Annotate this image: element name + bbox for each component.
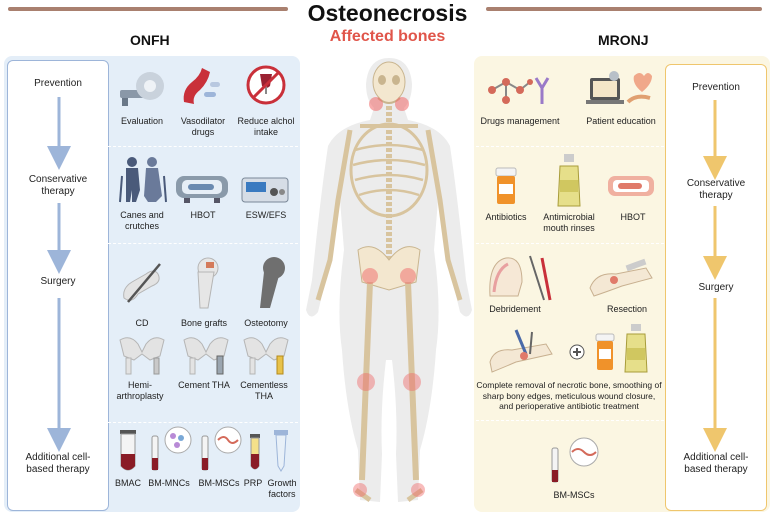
bm-mscs-right-icon: [551, 437, 599, 483]
label-drugs: Drugs management: [480, 116, 560, 126]
hbot-chamber-icon: [176, 176, 228, 203]
mronj-sep-2: [476, 243, 664, 244]
bone-graft-icon: [197, 257, 219, 309]
page-title: Osteonecrosis: [307, 0, 468, 26]
label-alcohol: Reduce alchol intake: [237, 116, 295, 137]
label-hemi: Hemi-arthroplasty: [116, 380, 164, 401]
label-bmac: BMAC: [114, 478, 141, 488]
plus-icon: [569, 344, 585, 360]
label-prp: PRP: [243, 478, 263, 488]
onfh-sep-2: [108, 243, 298, 244]
label-cd: CD: [135, 318, 149, 328]
debridement-tools-icon: [489, 255, 552, 301]
title-rule-left: [8, 7, 288, 11]
onfh-heading: ONFH: [130, 32, 170, 48]
antibiotic-bottle-small-icon: [595, 333, 615, 370]
page-subtitle: Affected bones: [329, 28, 446, 45]
label-bmmscs-right: BM-MSCs: [553, 490, 595, 500]
ct-scanner-icon: [120, 72, 164, 106]
mronj-stage-cell: Additional cell-based therapy: [683, 452, 749, 475]
label-bmmncs: BM-MNCs: [148, 478, 190, 488]
onfh-stage-surgery: Surgery: [40, 276, 76, 287]
label-evaluation: Evaluation: [120, 116, 164, 126]
esw-device-icon: [241, 177, 289, 203]
complete-removal-jaw-icon: [489, 329, 553, 373]
label-grafts: Bone grafts: [180, 318, 228, 328]
prp-tube-icon: [250, 434, 260, 470]
mronj-stage-prevention: Prevention: [692, 82, 740, 93]
no-alcohol-icon: [246, 65, 286, 105]
mronj-sep-1: [476, 146, 664, 147]
rinse-bottle-small-icon: [624, 324, 648, 373]
label-education: Patient education: [586, 116, 656, 126]
bmac-tube-icon: [120, 430, 136, 471]
title-rule-right: [486, 7, 762, 11]
label-growth: Growth factors: [267, 478, 297, 499]
onfh-sep-3: [108, 422, 298, 423]
antibiotics-bottle-icon: [495, 167, 517, 204]
elderly-couple-icon: [119, 157, 167, 203]
onfh-stage-prevention: Prevention: [34, 78, 82, 89]
molecule-icon: [488, 77, 550, 104]
bm-mscs-icon: [201, 426, 242, 471]
skeleton-illustration: [306, 58, 472, 503]
onfh-stage-conservative: Conservative therapy: [28, 174, 88, 197]
mronj-stage-surgery: Surgery: [698, 282, 734, 293]
mronj-flow-arrows: [703, 100, 727, 452]
label-osteotomy: Osteotomy: [244, 318, 288, 328]
mronj-sep-3: [476, 420, 664, 421]
label-antibiotics: Antibiotics: [485, 212, 527, 222]
label-vasodilator: Vasodilator drugs: [180, 116, 226, 137]
blood-vessel-icon: [183, 68, 220, 104]
pelvis-cementless-icon: [243, 337, 289, 375]
core-decompression-icon: [123, 263, 161, 303]
mronj-stage-conservative: Conservative therapy: [686, 178, 746, 201]
patient-education-icon: [586, 71, 652, 104]
bm-mncs-icon: [151, 426, 192, 471]
label-resection: Resection: [606, 304, 648, 314]
label-hbot-left: HBOT: [190, 210, 216, 220]
mouth-rinse-bottle-icon: [557, 154, 581, 207]
label-canes: Canes and crutches: [120, 210, 164, 231]
label-removal: Complete removal of necrotic bone, smoot…: [476, 380, 662, 411]
growth-factor-tube-icon: [274, 430, 288, 472]
label-bmmscs-left: BM-MSCs: [198, 478, 240, 488]
label-cement: Cement THA: [178, 380, 230, 390]
osteotomy-icon: [260, 257, 285, 308]
onfh-flow-arrows: [47, 97, 71, 452]
label-rinses: Antimicrobial mouth rinses: [543, 212, 595, 233]
mronj-heading: MRONJ: [598, 32, 649, 48]
onfh-sep-1: [108, 146, 298, 147]
label-debridement: Debridement: [489, 304, 541, 314]
hbot-chamber-right-icon: [608, 176, 654, 196]
pelvis-cement-icon: [183, 337, 229, 375]
onfh-stage-cell: Additional cell-based therapy: [25, 452, 91, 475]
pelvis-hemi-icon: [119, 337, 165, 375]
label-esw: ESW/EFS: [245, 210, 287, 220]
label-hbot-right: HBOT: [620, 212, 646, 222]
jaw-resection-icon: [589, 258, 653, 297]
label-cementless: Cementless THA: [240, 380, 288, 401]
